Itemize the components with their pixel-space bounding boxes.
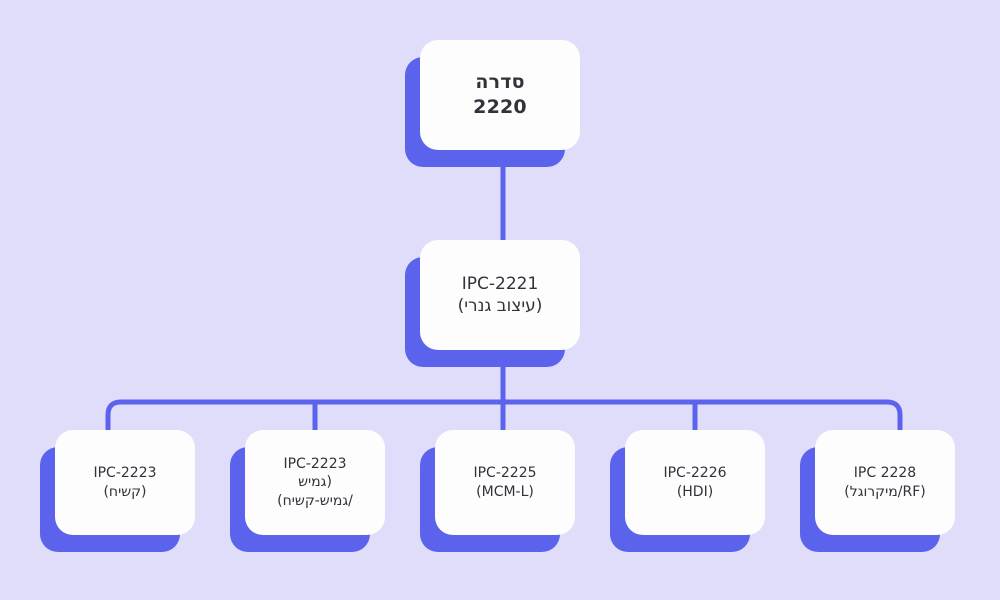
node-label-line1: IPC-2223 (93, 465, 157, 482)
node-label-line1: IPC-2226 (663, 465, 727, 482)
node-label-line2: (RF/מיקרוגל) (844, 483, 926, 500)
node-card: סדרה 2220 (420, 40, 580, 150)
node-ipc-2221[interactable]: IPC-2221 (עיצוב גנרי) (405, 240, 580, 367)
node-label-line2: (HDI) (676, 483, 714, 500)
node-ipc-2226[interactable]: IPC-2226 (HDI) (610, 430, 765, 552)
node-label-line1: IPC-2221 (461, 273, 539, 294)
node-ipc-2223-rigid[interactable]: IPC-2223 (קשיח) (40, 430, 195, 552)
node-card: IPC-2221 (עיצוב גנרי) (420, 240, 580, 350)
node-card: IPC-2225 (MCM-L) (435, 430, 575, 535)
node-label-line2: (קשיח) (103, 483, 147, 500)
node-label-line2: (גמיש (298, 474, 332, 491)
node-ipc-2223-flex[interactable]: IPC-2223 (גמיש /גמיש-קשיח) (230, 430, 385, 552)
node-card: IPC 2228 (RF/מיקרוגל) (815, 430, 955, 535)
node-ipc-2228[interactable]: IPC 2228 (RF/מיקרוגל) (800, 430, 955, 552)
node-label-line1: IPC 2228 (853, 465, 917, 482)
node-card: IPC-2223 (גמיש /גמיש-קשיח) (245, 430, 385, 535)
node-label-line2: (MCM-L) (476, 483, 534, 500)
node-label-line1: סדרה (475, 70, 525, 93)
node-card: IPC-2223 (קשיח) (55, 430, 195, 535)
node-ipc-2225[interactable]: IPC-2225 (MCM-L) (420, 430, 575, 552)
node-label-line1: IPC-2223 (283, 455, 347, 472)
node-series-2220[interactable]: סדרה 2220 (405, 40, 580, 167)
node-label-line2: 2220 (473, 96, 527, 118)
node-label-line1: IPC-2225 (473, 465, 537, 482)
node-label-line2: (עיצוב גנרי) (457, 296, 543, 316)
node-card: IPC-2226 (HDI) (625, 430, 765, 535)
node-label-line3: /גמיש-קשיח) (277, 492, 353, 509)
